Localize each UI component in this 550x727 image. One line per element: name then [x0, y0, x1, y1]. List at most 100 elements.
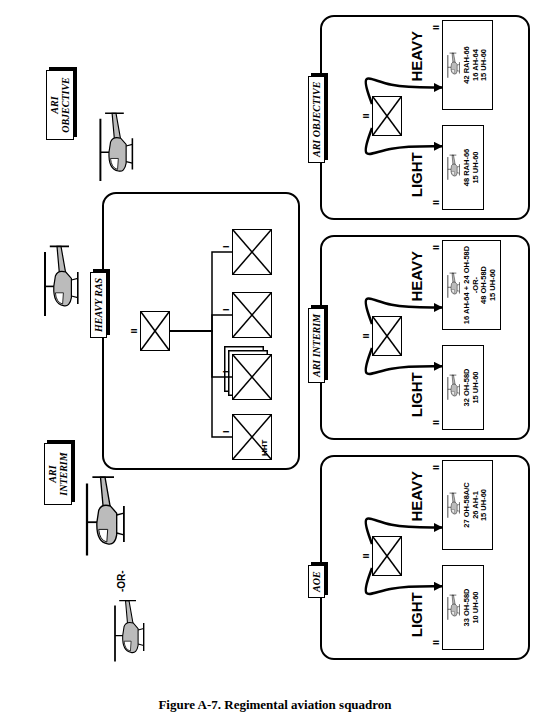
aircraft-count: 15 UH-60 [472, 348, 481, 427]
cross-line [373, 97, 401, 135]
branch-arrow [366, 568, 442, 594]
aircraft-count: 15 UH-60 [472, 128, 481, 207]
helicopter-drawing [100, 113, 132, 181]
branch-arrow [366, 128, 442, 154]
tab-text: ARI INTERIM [47, 447, 69, 501]
cross-line [141, 312, 169, 350]
aircraft-count: 10 UH-60 [472, 568, 481, 647]
cross-line [373, 317, 401, 355]
aircraft-count: 16 AH-64 + 24 OH-58D [463, 243, 472, 327]
aircraft-count: 26 AH-1 [472, 463, 481, 547]
connector-layer [30, 10, 530, 665]
echelon-mark: I [221, 430, 231, 433]
aircraft-count: 27 OH-58A/C [463, 463, 472, 547]
panel-heading: ARI OBJECTIVE [308, 76, 325, 163]
branch-arrow [366, 299, 442, 324]
echelon-mark: I [221, 308, 231, 311]
branch-label: LIGHT [409, 372, 425, 417]
troop-symbol: IHHT [232, 414, 272, 460]
squadron-box: II32 OH-58D15 UH-60 [442, 345, 484, 430]
echelon-mark: II [431, 200, 441, 205]
squadron-box: II48 RAH-6615 UH-60 [442, 125, 484, 210]
title-tab: ARI OBJECTIVE [46, 70, 74, 140]
helicopter-icon [445, 270, 462, 300]
figure-caption: Figure A-7. Regimental aviation squadron [0, 697, 550, 712]
alternative-note: -OR- [116, 570, 127, 592]
echelon-mark: II [129, 328, 139, 333]
cross-line [373, 317, 401, 355]
helicopter-icon [445, 593, 462, 623]
echelon-mark: II [431, 25, 441, 30]
title-tab: ARI INTERIM [44, 443, 72, 505]
branch-label: LIGHT [409, 152, 425, 197]
unit-symbol: II [140, 311, 170, 351]
echelon-mark: I [221, 370, 231, 373]
cross-mark [233, 230, 271, 274]
tab-text: ARI OBJECTIVE [49, 74, 71, 136]
helicopter-icon [445, 50, 462, 80]
org-line [170, 331, 232, 377]
org-line [170, 315, 232, 331]
helicopter-icon [448, 493, 460, 518]
helicopter-icon [448, 596, 460, 621]
squadron-box: II27 OH-58A/C26 AH-115 UH-60 [442, 460, 493, 550]
troop-name: HHT [260, 440, 269, 456]
helicopter-drawing [115, 601, 144, 662]
troop-symbol: I [232, 229, 272, 275]
cross-line [233, 293, 271, 337]
echelon-mark: II [431, 640, 441, 645]
echelon-mark: II [361, 553, 371, 558]
aircraft-count: -OR- [472, 243, 481, 327]
aircraft-count: 48 RAH-66 [463, 128, 472, 207]
echelon-mark: II [361, 113, 371, 118]
helicopter-icon [445, 153, 462, 183]
cross-mark [233, 355, 271, 399]
organization-panel: ARI OBJECTIVEIIII48 RAH-6615 UH-60II42 R… [320, 15, 530, 220]
panel-heading: AOE [308, 565, 325, 598]
cross-line [233, 355, 271, 399]
aircraft-count: 42 RAH-66 [463, 23, 472, 107]
helicopter-icon [448, 156, 460, 181]
cross-line [233, 415, 271, 459]
cross-line [233, 355, 271, 399]
echelon-mark: II [361, 333, 371, 338]
squadron-box: II16 AH-64 + 24 OH-58D-OR-48 OH-58D15 UH… [442, 240, 501, 330]
troop-symbol: I [232, 292, 272, 338]
helicopter-icon [448, 376, 460, 401]
helicopter-drawing [87, 477, 124, 555]
squadron-box: II42 RAH-6616 AH-6415 UH-60 [442, 20, 493, 110]
squadron-box: II33 OH-58D10 UH-60 [442, 565, 484, 650]
organization-panel: AOEIIII33 OH-58D10 UH-60II27 OH-58A/C26 … [320, 455, 530, 660]
echelon-mark: II [431, 420, 441, 425]
cross-line [141, 312, 169, 350]
branch-label: LIGHT [409, 592, 425, 637]
echelon-mark: I [221, 245, 231, 248]
organization-panel: HEAVY RASIIIHHTIII [102, 192, 300, 470]
aircraft-count: 48 OH-58D [480, 243, 489, 327]
org-line [170, 252, 232, 331]
aircraft-count: 15 UH-60 [480, 463, 489, 547]
cross-line [233, 230, 271, 274]
cross-line [233, 293, 271, 337]
panel-heading: ARI INTERIM [308, 308, 325, 383]
unit-symbol: II [372, 316, 402, 356]
branch-label: HEAVY [409, 31, 425, 82]
cross-mark [373, 537, 401, 575]
helicopter-drawing [45, 246, 78, 316]
unit-symbol: II [372, 96, 402, 136]
cross-mark [233, 293, 271, 337]
cross-line [233, 230, 271, 274]
helicopter-icon [448, 273, 460, 298]
branch-label: HEAVY [409, 251, 425, 302]
helicopter-icon [448, 53, 460, 78]
aircraft-count: 33 OH-58D [463, 568, 472, 647]
branch-label: HEAVY [409, 471, 425, 522]
cross-line [373, 97, 401, 135]
branch-arrow [366, 519, 442, 544]
aircraft-count: 32 OH-58D [463, 348, 472, 427]
branch-arrow [366, 348, 442, 374]
aircraft-count: 16 AH-64 [472, 23, 481, 107]
org-line [170, 331, 232, 437]
branch-arrow [366, 79, 442, 104]
echelon-mark: II [431, 245, 441, 250]
